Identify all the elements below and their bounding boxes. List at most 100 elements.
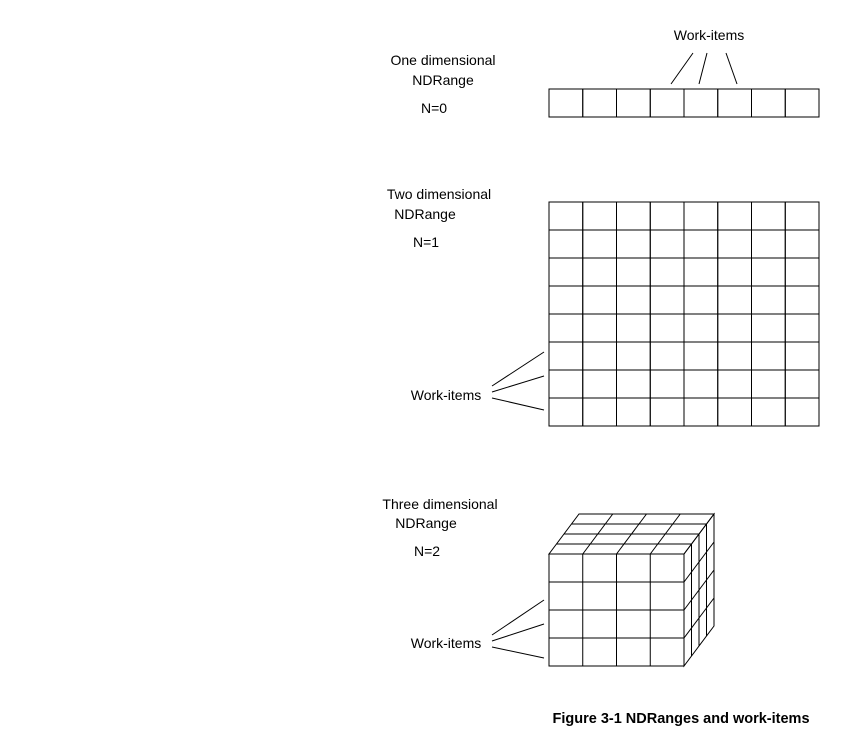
work-item-cell [649, 88, 685, 118]
work-item-cell [717, 369, 752, 399]
three-d-work-items-label: Work-items [411, 635, 482, 651]
work-item-cell [751, 313, 786, 343]
work-item-cell [717, 229, 752, 259]
work-item-cell [582, 201, 617, 231]
two-d-work-item-grid [548, 201, 820, 427]
work-item-cell [616, 341, 651, 371]
work-item-cell [717, 285, 752, 315]
work-item-cell [683, 88, 719, 118]
two-dimensional-section: Two dimensional NDRange N=1 Work-items [387, 186, 820, 427]
two-d-title-line2: NDRange [394, 206, 456, 222]
work-item-cell [649, 341, 685, 371]
work-item-cell [751, 201, 786, 231]
three-d-leader-line [491, 623, 545, 642]
two-d-leader-line [491, 375, 545, 393]
three-d-callout-leaders [491, 599, 545, 659]
work-item-cell [784, 369, 820, 399]
work-item-cell [784, 341, 820, 371]
work-item-cell [649, 313, 685, 343]
two-d-leader-line [491, 397, 545, 411]
work-item-cell [548, 397, 584, 427]
work-item-cell [784, 201, 820, 231]
work-item-cell [582, 341, 617, 371]
three-d-leader-line [491, 599, 545, 636]
one-d-work-item-grid [548, 88, 820, 118]
work-item-cell [616, 257, 651, 287]
work-item-cell [751, 397, 786, 427]
work-item-cell [649, 285, 685, 315]
cube-side-gridline [683, 597, 715, 639]
figure-caption: Figure 3-1 NDRanges and work-items [552, 711, 809, 727]
work-item-cell [751, 369, 786, 399]
work-item-cell [717, 88, 752, 118]
work-item-cell [751, 341, 786, 371]
work-item-cell [717, 201, 752, 231]
work-item-cell [683, 369, 719, 399]
work-item-cell [548, 201, 584, 231]
work-item-cell [717, 341, 752, 371]
work-item-cell [582, 313, 617, 343]
cube-side-gridline [683, 541, 715, 583]
work-item-cell [717, 397, 752, 427]
one-d-leader-line [725, 52, 738, 85]
two-d-leader-line [491, 351, 545, 387]
work-item-cell [784, 88, 820, 118]
work-item-cell [616, 313, 651, 343]
work-item-cell [751, 88, 786, 118]
work-item-cell [683, 397, 719, 427]
work-item-cell [649, 397, 685, 427]
work-item-cell [717, 313, 752, 343]
three-d-n-label: N=2 [414, 543, 440, 559]
work-item-cell [683, 285, 719, 315]
one-d-callout-leaders [670, 52, 738, 85]
one-d-leader-line [698, 52, 708, 85]
work-item-cell [582, 88, 617, 118]
cube-side-gridline [683, 569, 715, 611]
work-item-cell [751, 285, 786, 315]
work-item-cell [582, 369, 617, 399]
work-item-cell [784, 397, 820, 427]
work-item-cell [582, 257, 617, 287]
two-d-title-line1: Two dimensional [387, 186, 491, 202]
two-d-n-label: N=1 [413, 234, 439, 250]
work-item-cell [683, 341, 719, 371]
two-d-work-items-label: Work-items [411, 387, 482, 403]
cube-side-face [683, 512, 715, 668]
work-item-cell [751, 257, 786, 287]
one-dimensional-section: One dimensional NDRange N=0 Work-items [390, 27, 820, 118]
work-item-cell [582, 397, 617, 427]
three-d-work-item-cube [548, 512, 715, 668]
work-item-cell [784, 313, 820, 343]
work-item-cell [649, 201, 685, 231]
one-d-title-line1: One dimensional [390, 52, 495, 68]
work-item-cell [784, 285, 820, 315]
work-item-cell [548, 313, 584, 343]
work-item-cell [683, 229, 719, 259]
work-item-cell [649, 229, 685, 259]
three-dimensional-section: Three dimensional NDRange N=2 Work-items [382, 496, 715, 668]
one-d-work-items-label: Work-items [674, 27, 745, 43]
one-d-n-label: N=0 [421, 100, 447, 116]
work-item-cell [649, 369, 685, 399]
work-item-cell [582, 285, 617, 315]
work-item-cell [683, 313, 719, 343]
work-item-cell [582, 229, 617, 259]
work-item-cell [683, 257, 719, 287]
work-item-cell [616, 229, 651, 259]
work-item-cell [548, 369, 584, 399]
work-item-cell [784, 229, 820, 259]
work-item-cell [717, 257, 752, 287]
work-item-cell [616, 397, 651, 427]
work-item-cell [616, 369, 651, 399]
work-item-cell [616, 285, 651, 315]
work-item-cell [784, 257, 820, 287]
work-item-cell [548, 229, 584, 259]
work-item-cell [751, 229, 786, 259]
work-item-cell [683, 201, 719, 231]
three-d-title-line2: NDRange [395, 515, 457, 531]
one-d-title-line2: NDRange [412, 72, 474, 88]
three-d-title-line1: Three dimensional [382, 496, 497, 512]
work-item-cell [548, 285, 584, 315]
work-item-cell [548, 257, 584, 287]
